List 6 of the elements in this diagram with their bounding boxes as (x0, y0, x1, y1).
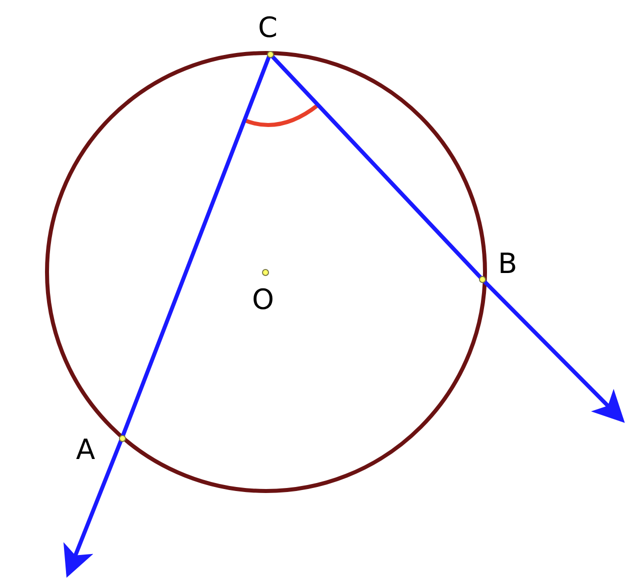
line-segment (268, 52, 484, 280)
point-label: C (258, 12, 278, 44)
arrow (480, 278, 625, 423)
point-label: O (252, 284, 274, 316)
point-label: A (76, 434, 96, 466)
point-label: B (498, 248, 518, 280)
